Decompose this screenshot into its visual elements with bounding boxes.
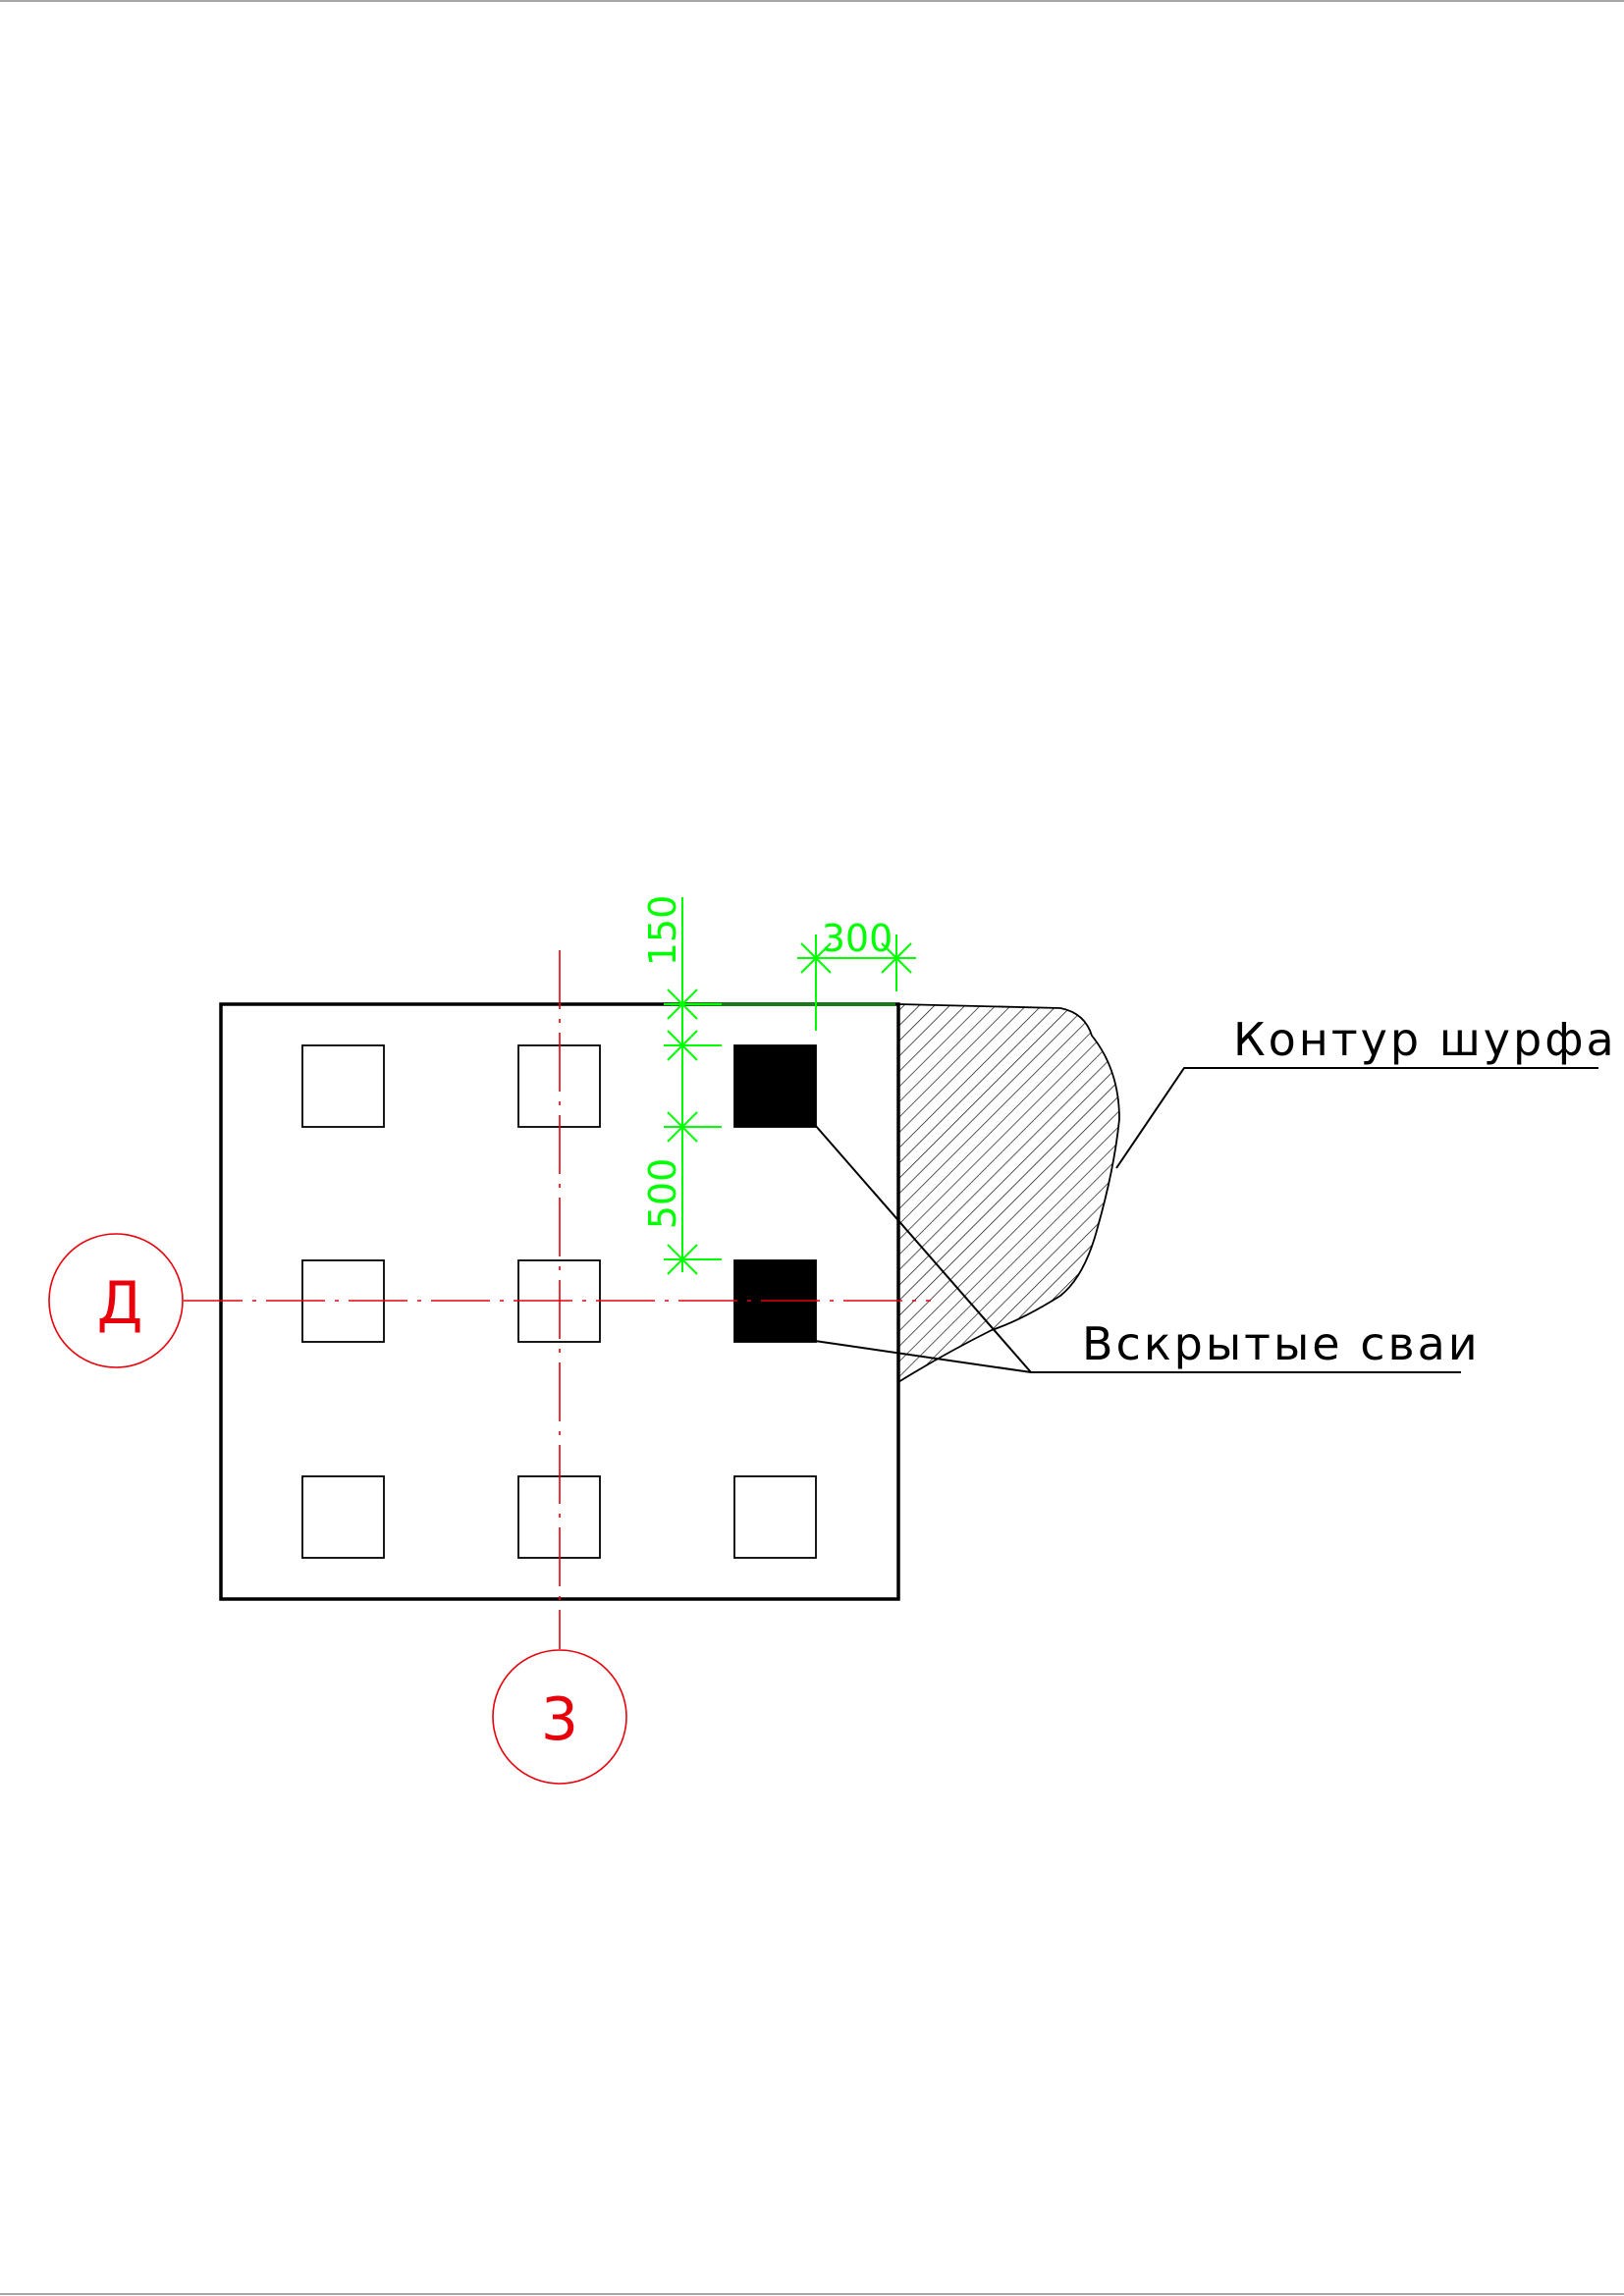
dimension-label-500: 500 [641,1158,684,1230]
vertical-dimension-chain [664,897,722,1275]
leader-label-trench-contour: Контур шурфа [1233,1013,1617,1066]
leader-label-exposed-piles: Вскрытые сваи [1082,1317,1481,1370]
axis-label-horizontal: Д [97,1269,143,1338]
leader-trench-contour [1115,1067,1598,1169]
pile [301,1475,385,1559]
pile [733,1475,817,1559]
dimension-label-150: 150 [641,895,684,967]
axis-label-vertical: 3 [541,1685,578,1754]
axis-bubble-vertical: 3 [492,1649,627,1785]
horizontal-dimension [797,934,916,1031]
axis-bubble-horizontal: Д [48,1233,184,1368]
trench-hatch [897,1003,1120,1384]
leader-exposed-piles [814,1124,1461,1373]
pile [301,1044,385,1128]
dimension-label-300: 300 [822,917,893,960]
pile-exposed [733,1044,817,1128]
